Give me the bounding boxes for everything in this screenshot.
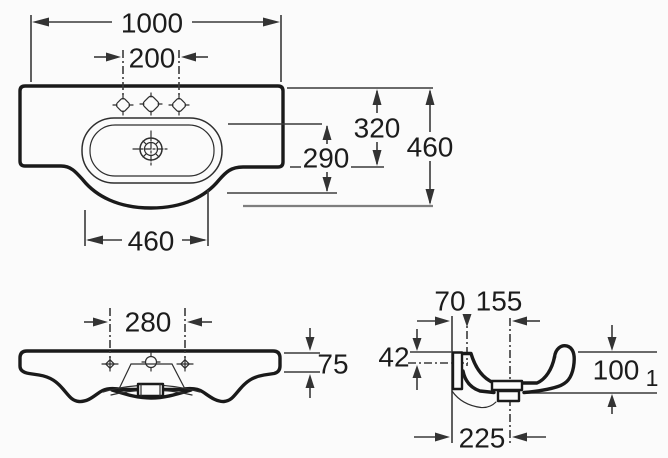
tap-hole-right-icon xyxy=(168,94,190,116)
dim-wall-to-hole: 70 xyxy=(417,286,472,327)
dim-wall-to-outlet: 225 xyxy=(414,423,546,454)
front-view: 280 75 xyxy=(18,307,349,404)
side-underside-profile xyxy=(451,390,497,409)
side-drain-fitting xyxy=(490,379,524,403)
side-wall-tab xyxy=(451,351,464,391)
dim-label-290: 290 xyxy=(303,143,350,174)
drain-icon xyxy=(132,130,170,168)
dim-note-1: 1 xyxy=(646,365,659,391)
dim-tap-hole-spacing: 200 xyxy=(94,43,208,97)
fixing-hole-left-icon xyxy=(101,356,119,372)
dim-fixing-hole-spacing: 280 xyxy=(84,307,212,358)
dim-label-280: 280 xyxy=(125,307,172,338)
dim-apron-height: 75 xyxy=(284,328,349,398)
side-bowl-inner xyxy=(461,351,557,385)
dim-basin-inner-width: 460 xyxy=(84,190,209,257)
basin-outer-rim xyxy=(81,117,223,184)
dim-label-320: 320 xyxy=(354,113,401,144)
dim-rim-to-underside: 100 1 xyxy=(593,325,659,414)
overflow-hole-icon xyxy=(141,352,161,372)
dim-overall-depth: 460 xyxy=(407,89,454,205)
fixing-hole-right-icon xyxy=(176,356,194,372)
dim-label-200: 200 xyxy=(129,43,176,74)
tap-hole-left-icon xyxy=(112,94,134,116)
side-view: 70 155 42 100 1 xyxy=(378,286,658,454)
dim-label-100: 100 xyxy=(593,355,640,386)
dim-hole-to-outlet: 155 xyxy=(476,286,540,326)
dim-label-42: 42 xyxy=(378,342,409,373)
dim-top-to-hole: 42 xyxy=(378,329,422,390)
front-view-outline xyxy=(18,349,282,404)
dim-overall-width: 1000 xyxy=(30,8,282,82)
front-deck-outline xyxy=(118,363,186,390)
front-bowl-edge xyxy=(110,388,193,400)
top-view: 1000 200 320 xyxy=(18,8,454,257)
dim-label-70: 70 xyxy=(434,286,465,317)
dim-label-155: 155 xyxy=(476,286,523,317)
dim-basin-inner-depth: 290 xyxy=(301,125,351,192)
side-bowl-outer xyxy=(461,369,496,395)
front-drain-fitting xyxy=(136,382,165,398)
dim-label-225: 225 xyxy=(459,423,506,454)
dim-label-75: 75 xyxy=(317,349,348,380)
dim-label-1000: 1000 xyxy=(121,8,183,39)
tap-hole-center-icon xyxy=(139,92,163,116)
dim-label-460-depth: 460 xyxy=(407,132,454,163)
basin-inner-rim xyxy=(89,124,215,177)
side-front-lip xyxy=(522,344,576,395)
dim-label-460-basin: 460 xyxy=(128,226,175,257)
dim-back-to-front-edge: 320 xyxy=(354,89,401,166)
